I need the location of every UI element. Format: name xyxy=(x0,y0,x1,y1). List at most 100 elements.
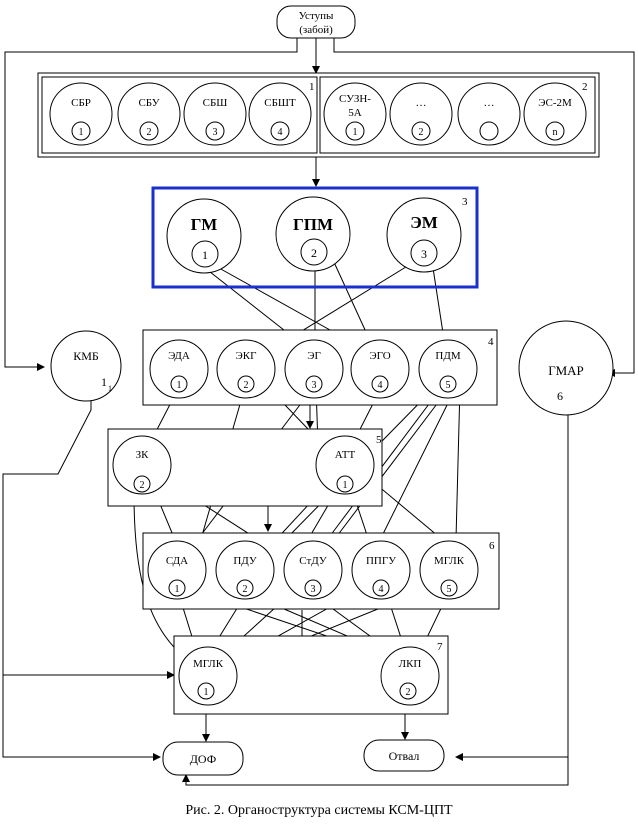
arrow-top-to-kmb xyxy=(4,37,298,371)
node-kmb-subscript: 1 xyxy=(108,384,112,393)
node-eda: ЭДА 1 xyxy=(149,339,209,399)
node-gm: ГМ 1 xyxy=(166,198,242,274)
node-gm-index: 1 xyxy=(202,248,208,262)
node-kmb: КМБ 1 1 xyxy=(50,330,122,402)
node-pdu-label: ПДУ xyxy=(233,555,257,567)
node-otval-label: Отвал xyxy=(389,749,420,763)
box1-number: 1 xyxy=(309,81,315,93)
box2-number: 2 xyxy=(582,81,588,93)
node-gpm-label: ГПМ xyxy=(293,215,333,234)
node-mglk-6-index: 5 xyxy=(447,584,452,595)
line-pdm-ppgu xyxy=(379,384,458,541)
node-suzn-index: 1 xyxy=(353,127,358,138)
node-gmar: ГМАР 6 xyxy=(518,320,614,416)
node-stdu: СтДУ 3 xyxy=(283,540,343,600)
top-node-line1: Уступы xyxy=(299,10,334,22)
node-sbsht-index: 4 xyxy=(278,127,283,138)
node-lkp-index: 2 xyxy=(406,687,411,698)
node-ekg-index: 2 xyxy=(244,380,249,391)
node-eg-index: 3 xyxy=(312,380,317,391)
node-sbsh: СБШ 3 xyxy=(183,82,247,146)
node-ellipsis-2-label: … xyxy=(484,97,495,109)
top-node-ustupy: Уступы (забой) xyxy=(276,5,356,39)
node-suzn-label-line1: СУЗН- xyxy=(339,93,371,105)
node-ego-label: ЭГО xyxy=(369,350,390,362)
node-att-label: АТТ xyxy=(335,449,356,461)
node-zk-label: ЗК xyxy=(136,449,150,461)
node-lkp: ЛКП 2 xyxy=(380,646,440,706)
box3-number: 3 xyxy=(462,196,468,208)
node-sbsh-index: 3 xyxy=(213,127,218,138)
node-sbr-index: 1 xyxy=(79,127,84,138)
node-dof: ДОФ xyxy=(162,741,244,776)
arrow-top-to-gmar xyxy=(333,37,635,377)
node-pdm: ПДМ 5 xyxy=(418,339,478,399)
node-ppgu-index: 4 xyxy=(379,584,384,595)
node-ppgu: ППГУ 4 xyxy=(351,540,411,600)
node-mglk-7: МГЛК 1 xyxy=(178,646,238,706)
node-sbsh-label: СБШ xyxy=(203,97,228,109)
box3-border xyxy=(151,186,479,289)
node-gmar-label: ГМАР xyxy=(548,363,584,378)
top-node-line2: (забой) xyxy=(299,24,333,36)
node-stdu-label: СтДУ xyxy=(299,555,327,567)
node-lkp-label: ЛКП xyxy=(399,658,422,670)
node-ekg-label: ЭКГ xyxy=(236,350,257,362)
node-gm-label: ГМ xyxy=(191,215,218,234)
node-sbu-label: СБУ xyxy=(138,97,159,109)
node-kmb-index: 1 xyxy=(101,375,107,389)
node-sda-index: 1 xyxy=(175,584,180,595)
node-otval: Отвал xyxy=(363,739,445,772)
node-att-index: 1 xyxy=(343,480,348,491)
node-ppgu-label: ППГУ xyxy=(366,555,396,567)
node-sbu-index: 2 xyxy=(147,127,152,138)
node-sbsht-label: СБШТ xyxy=(264,97,296,109)
node-es2m: ЭС-2М n xyxy=(523,82,587,146)
node-zk-index: 2 xyxy=(140,480,145,491)
node-em: ЭМ 3 xyxy=(386,197,462,273)
line-pdm-stdu-b xyxy=(333,383,453,541)
box5-transport: 5 ЗК 2 АТТ 1 xyxy=(107,428,383,507)
node-suzn-label-line2: 5А xyxy=(348,107,362,119)
node-stdu-index: 3 xyxy=(311,584,316,595)
node-mglk-6-label: МГЛК xyxy=(434,555,465,567)
node-ekg: ЭКГ 2 xyxy=(216,339,276,399)
node-eda-label: ЭДА xyxy=(168,350,190,362)
node-sbu: СБУ 2 xyxy=(117,82,181,146)
node-gpm-index: 2 xyxy=(311,246,317,260)
node-pdm-label: ПДМ xyxy=(435,350,460,362)
node-ellipsis-1-index: 2 xyxy=(419,127,424,138)
node-zk: ЗК 2 xyxy=(112,435,172,495)
node-gpm: ГПМ 2 xyxy=(275,196,351,272)
node-es2m-label: ЭС-2М xyxy=(538,97,572,109)
box4-excavators: 4 ЭДА 1 ЭКГ 2 ЭГ 3 ЭГО 4 ПДМ xyxy=(142,329,498,406)
node-sda-label: СДА xyxy=(166,555,188,567)
node-mglk-7-index: 1 xyxy=(204,687,209,698)
node-dof-label: ДОФ xyxy=(190,752,216,766)
node-ego-index: 4 xyxy=(378,380,383,391)
node-sbsht: СБШТ 4 xyxy=(248,82,312,146)
node-pdm-index: 5 xyxy=(446,380,451,391)
box1-drilling-machines: 1 2 СБР 1 СБУ 2 СБШ 3 СБШТ 4 СУЗ xyxy=(37,72,600,158)
node-suzn: СУЗН- 5А 1 xyxy=(323,82,387,146)
node-eg-label: ЭГ xyxy=(307,350,321,362)
node-em-label: ЭМ xyxy=(410,213,438,232)
line-att-mglk xyxy=(370,479,445,542)
node-ellipsis-1: … 2 xyxy=(389,82,453,146)
arrow-kmb-to-dof xyxy=(2,399,161,761)
node-sda: СДА 1 xyxy=(147,540,207,600)
node-kmb-label: КМБ xyxy=(73,349,99,363)
line-pdm-stdu-a xyxy=(326,383,445,541)
node-ellipsis-2: … xyxy=(457,82,521,146)
node-em-index: 3 xyxy=(421,247,427,261)
box4-number: 4 xyxy=(488,336,494,348)
box5-number: 5 xyxy=(376,434,382,446)
line-pdm-mglk xyxy=(455,385,461,540)
box6-transfer-points: 6 СДА 1 ПДУ 2 СтДУ 3 ППГУ 4 МГЛК xyxy=(142,532,500,610)
node-mglk-6: МГЛК 5 xyxy=(419,540,479,600)
node-sbr-label: СБР xyxy=(71,97,91,109)
figure-caption: Рис. 2. Органоструктура системы КСМ-ЦПТ xyxy=(185,803,453,818)
arrow-gmar-to-dof xyxy=(182,757,569,786)
